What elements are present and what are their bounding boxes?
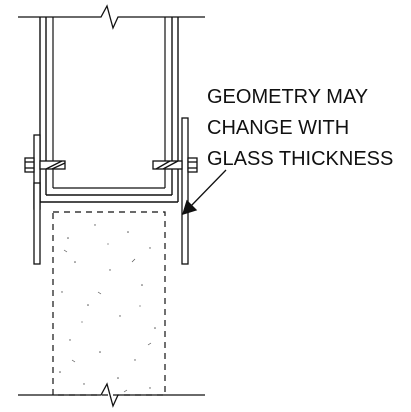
u-channel-member [39,17,179,203]
left-clamp-assembly [24,134,66,210]
top-break-line [18,4,205,30]
right-clamp-plate [181,117,189,265]
dashed-glass-panel [52,211,166,396]
note-leader-arrow [182,169,227,215]
left-bolt-head [24,157,35,173]
bottom-break-line [18,382,205,408]
concrete-stipple-texture [59,224,156,393]
note-line-1: GEOMETRY MAY [207,86,368,108]
left-lower-plate [33,182,41,265]
u-channel-inner-liner [52,17,166,189]
right-bolt-head [187,157,198,173]
geometry-note: GEOMETRY MAY CHANGE WITH GLASS THICKNESS [207,86,393,170]
right-clamp-assembly [152,117,198,265]
right-bolt-shank [152,160,183,170]
note-line-2: CHANGE WITH [207,117,349,139]
note-line-3: GLASS THICKNESS [207,148,393,170]
